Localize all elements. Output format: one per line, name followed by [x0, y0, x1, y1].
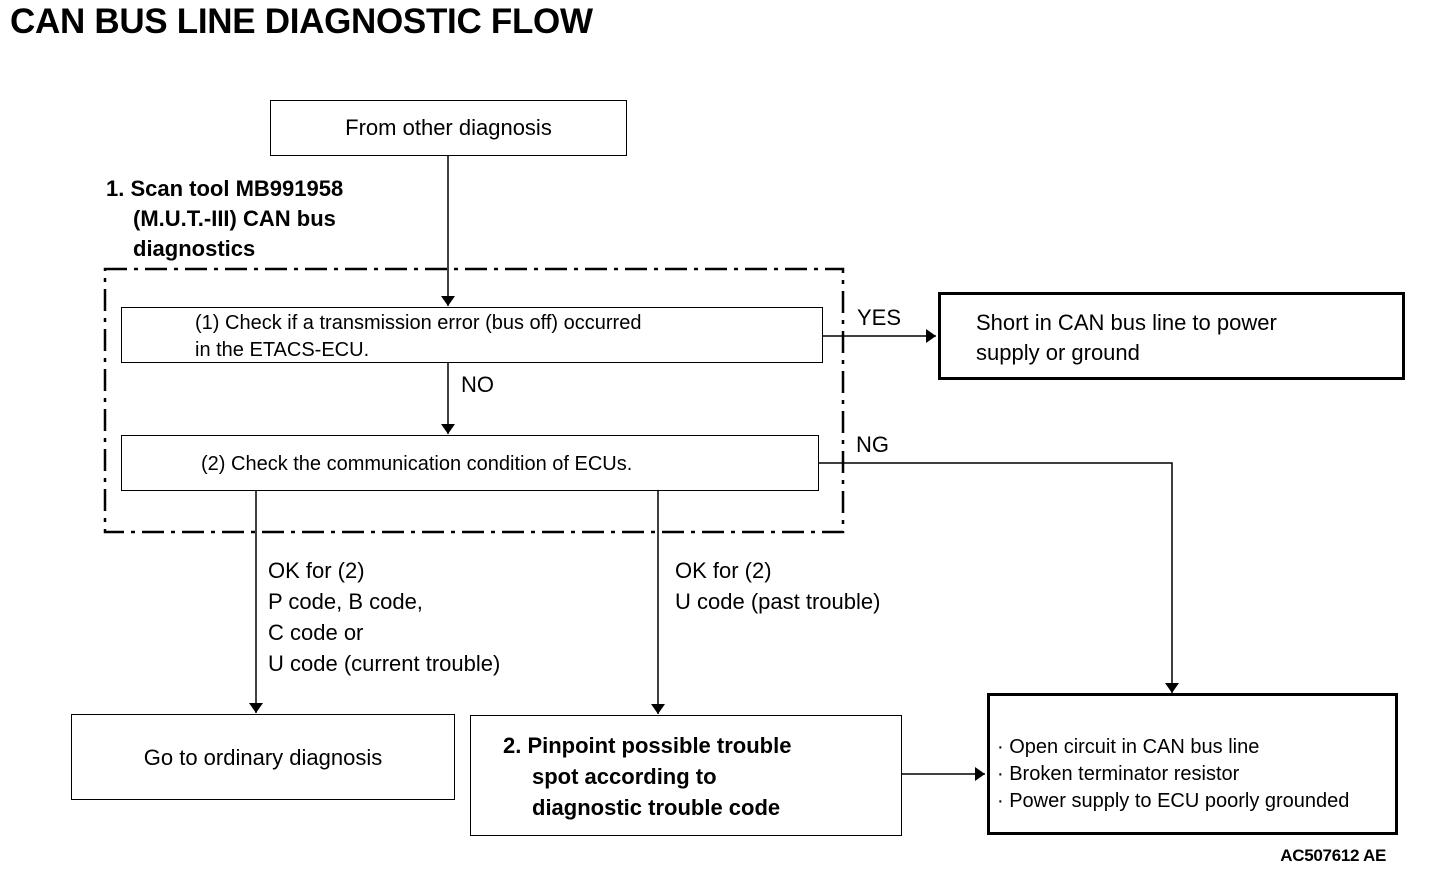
step1-line: (M.U.T.-III) CAN bus — [133, 206, 336, 231]
check1-text: (1) Check if a transmission error (bus o… — [195, 310, 641, 364]
ordinary-diagnosis-box: Go to ordinary diagnosis — [71, 714, 455, 800]
no-label: NO — [461, 372, 494, 397]
check1-line: in the ETACS-ECU. — [195, 339, 370, 361]
short-circuit-line: Short in CAN bus line to power — [976, 310, 1277, 335]
ok-left-line: P code, B code, — [268, 589, 423, 614]
check1-line: (1) Check if a transmission error (bus o… — [195, 312, 642, 334]
check2-text: (2) Check the communication condition of… — [201, 453, 633, 475]
cause-item: · Power supply to ECU poorly grounded — [997, 790, 1350, 812]
check1-box: (1) Check if a transmission error (bus o… — [121, 307, 823, 363]
ok-mid-label: OK for (2) U code (past trouble) — [675, 555, 880, 617]
step1-heading: 1. Scan tool MB991958 (M.U.T.-III) CAN b… — [106, 174, 343, 264]
check2-box: (2) Check the communication condition of… — [121, 435, 819, 491]
step1-line: diagnostics — [133, 236, 256, 261]
arrow-check2-to-causes — [818, 462, 1179, 693]
diagram-title: CAN BUS LINE DIAGNOSTIC FLOW — [10, 2, 593, 41]
step2-line: spot according to — [532, 764, 717, 789]
ok-left-line: C code or — [268, 620, 364, 645]
start-box-label: From other diagnosis — [345, 115, 552, 140]
ok-left-line: OK for (2) — [268, 558, 365, 583]
figure-code: AC507612 AE — [1280, 846, 1386, 865]
diagnostics-group-frame — [103, 267, 845, 534]
cause-item: · Broken terminator resistor — [997, 763, 1240, 785]
causes-list: · Open circuit in CAN bus line · Broken … — [997, 734, 1349, 815]
ok-mid-line: U code (past trouble) — [675, 589, 881, 614]
start-box: From other diagnosis — [270, 100, 627, 156]
ok-left-line: U code (current trouble) — [268, 651, 501, 676]
ordinary-diagnosis-label: Go to ordinary diagnosis — [143, 745, 383, 770]
cause-item: · Open circuit in CAN bus line — [997, 736, 1260, 758]
yes-label: YES — [857, 305, 902, 330]
step2-line: 2. Pinpoint possible trouble — [503, 733, 792, 758]
ok-left-label: OK for (2) P code, B code, C code or U c… — [268, 555, 500, 679]
ok-mid-line: OK for (2) — [675, 558, 772, 583]
step2-line: diagnostic trouble code — [532, 795, 781, 820]
short-circuit-text: Short in CAN bus line to power supply or… — [976, 308, 1277, 368]
ng-label: NG — [856, 432, 889, 457]
short-circuit-box: Short in CAN bus line to power supply or… — [938, 292, 1405, 380]
step2-text: 2. Pinpoint possible trouble spot accord… — [503, 730, 791, 823]
step1-line: 1. Scan tool MB991958 — [106, 176, 344, 201]
causes-box: · Open circuit in CAN bus line · Broken … — [987, 693, 1398, 835]
short-circuit-line: supply or ground — [976, 340, 1140, 365]
step2-box: 2. Pinpoint possible trouble spot accord… — [470, 715, 902, 836]
